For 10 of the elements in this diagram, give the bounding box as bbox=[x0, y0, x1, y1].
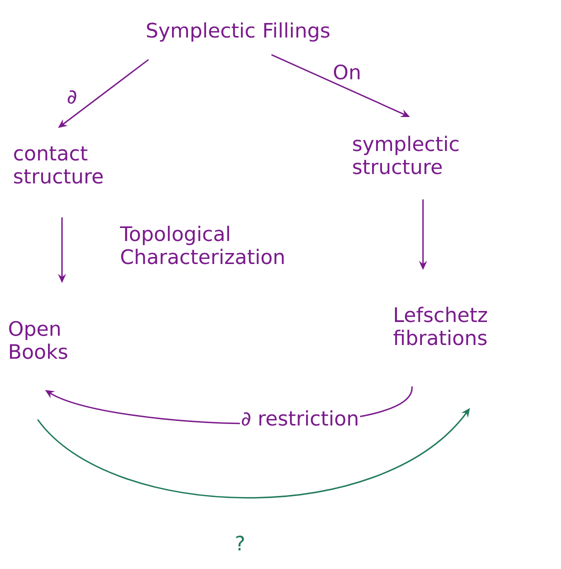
node-text: Open Books bbox=[9, 320, 68, 360]
edge-label: ∂ bbox=[66, 89, 78, 105]
node-text: symplectic structure bbox=[353, 136, 458, 174]
node-text: Lefschetz fibrations bbox=[393, 306, 488, 346]
edge-label: ∂ restriction bbox=[240, 409, 360, 427]
node-text: Symplectic Fillings bbox=[146, 22, 330, 42]
annotation-text: Topological Characterization bbox=[120, 226, 284, 264]
node-text: contact structure bbox=[14, 146, 103, 184]
edge-label: ? bbox=[234, 534, 246, 552]
edge-label: On bbox=[332, 63, 362, 81]
